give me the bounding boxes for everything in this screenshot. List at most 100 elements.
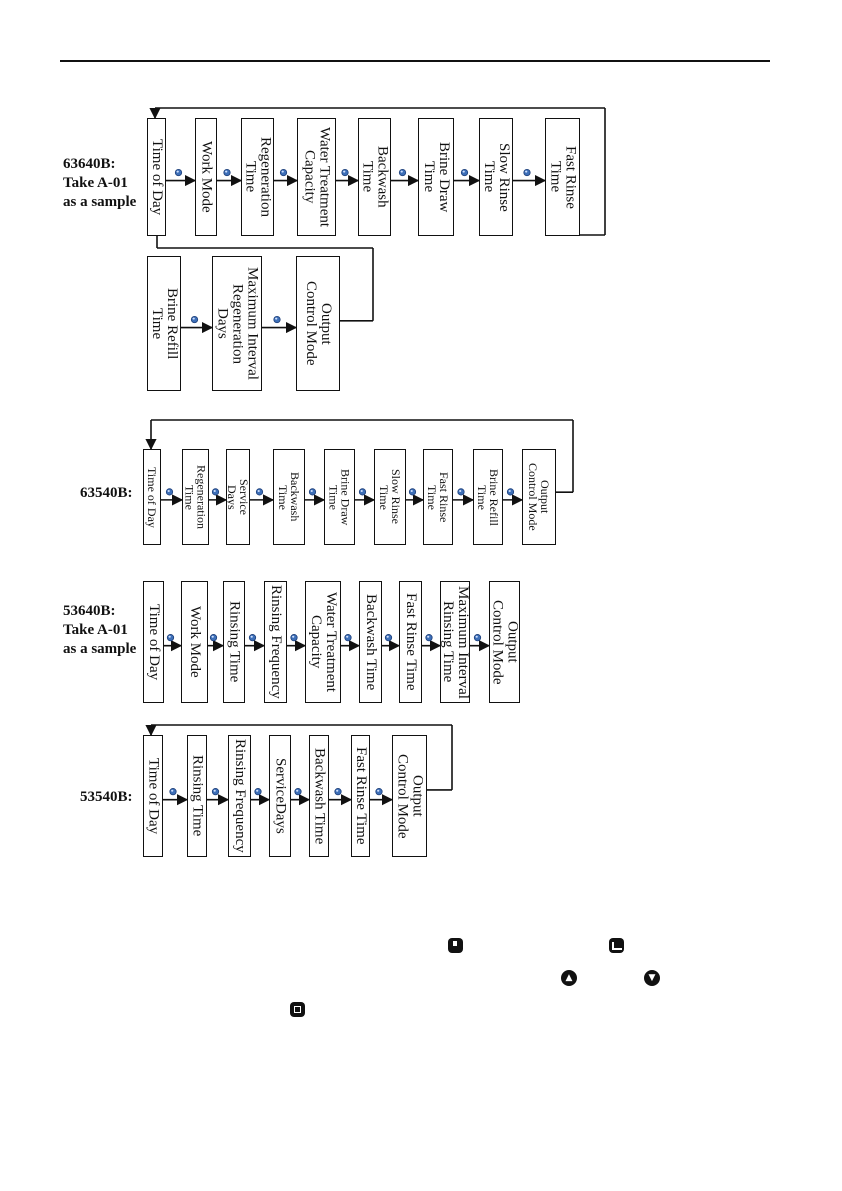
key-icon bbox=[209, 634, 218, 642]
flow-step-label: Water Treatment Capacity bbox=[308, 591, 339, 693]
key-icon bbox=[460, 168, 469, 177]
diagram-label-63640b: 63640B: Take A-01 as a sample bbox=[63, 156, 137, 210]
flow-step-box: Service Days bbox=[226, 449, 250, 545]
flow-step-label: Rinsing Time bbox=[189, 755, 206, 837]
flow-step-box: Work Mode bbox=[181, 581, 208, 703]
key-icon bbox=[248, 634, 257, 642]
key-icon bbox=[341, 168, 349, 177]
key-icon bbox=[190, 315, 199, 324]
diagram-label-63540b: 63540B: bbox=[80, 485, 133, 501]
flow-step-label: Work Mode bbox=[187, 606, 203, 678]
flow-step-label: Output Control Mode bbox=[303, 281, 334, 366]
flow-step-box: Water Treatment Capacity bbox=[305, 581, 341, 703]
key-icon bbox=[384, 634, 393, 642]
flow-step-box: Time of Day bbox=[143, 449, 161, 545]
flow-step-label: Time of Day bbox=[145, 466, 159, 528]
flow-step-label: Rinsing Frequency bbox=[268, 585, 284, 699]
flow-step-box: ServiceDays bbox=[269, 735, 291, 857]
key-icon bbox=[334, 788, 342, 796]
key-icon bbox=[457, 488, 465, 496]
key-icon bbox=[506, 488, 515, 496]
flow-step-box: Rinsing Time bbox=[223, 581, 245, 703]
key-icon bbox=[398, 168, 407, 177]
flow-step-box: Slow Rinse Time bbox=[479, 118, 513, 236]
flow-step-box: Maximum Interval Rinsing Time bbox=[440, 581, 470, 703]
flow-step-label: Brine Refill Time bbox=[149, 287, 180, 360]
flow-step-label: Time of Day bbox=[145, 757, 162, 835]
flow-step-box: Slow Rinse Time bbox=[374, 449, 406, 545]
flow-step-label: Rinsing Frequency bbox=[232, 739, 248, 853]
flow-step-label: Work Mode bbox=[198, 141, 215, 213]
key-icon bbox=[344, 634, 352, 642]
flow-step-label: Backwash Time bbox=[311, 747, 328, 845]
flow-step-box: Backwash Time bbox=[359, 581, 382, 703]
flow-step-label: Slow Rinse Time bbox=[377, 469, 403, 525]
flow-step-label: Maximum Interval Regeneration Days bbox=[214, 267, 261, 380]
flow-step-label: Rinsing Time bbox=[226, 601, 243, 683]
flow-step-box: Output Control Mode bbox=[489, 581, 520, 703]
flow-step-box: Backwash Time bbox=[273, 449, 305, 545]
flow-step-box: Fast Rinse Time bbox=[399, 581, 422, 703]
flow-step-box: Fast Rinse Time bbox=[351, 735, 370, 857]
flow-step-box: Rinsing Time bbox=[187, 735, 207, 857]
flow-step-box: Backwash Time bbox=[309, 735, 329, 857]
key-icon bbox=[165, 488, 174, 496]
flow-step-box: Backwash Time bbox=[358, 118, 391, 236]
flow-step-label: Output Control Mode bbox=[394, 753, 426, 839]
flow-step-box: Time of Day bbox=[143, 581, 164, 703]
key-icon bbox=[473, 634, 482, 642]
flow-step-box: Regeneration Time bbox=[182, 449, 209, 545]
flow-step-box: Fast Rinse Time bbox=[545, 118, 580, 236]
key-icon bbox=[308, 488, 317, 496]
flow-step-box: Rinsing Frequency bbox=[228, 735, 251, 857]
flow-step-label: Backwash Time bbox=[363, 593, 379, 691]
key-icon bbox=[294, 788, 302, 796]
key-icon bbox=[279, 168, 288, 177]
key-icon bbox=[174, 168, 183, 177]
flow-step-box: Rinsing Frequency bbox=[264, 581, 287, 703]
flow-step-label: Brine Draw Time bbox=[326, 468, 353, 526]
key-icon bbox=[408, 488, 417, 496]
flow-step-box: Brine Draw Time bbox=[418, 118, 454, 236]
flow-step-label: Fast Rinse Time bbox=[403, 593, 419, 691]
key-icon bbox=[254, 788, 262, 796]
key-icon bbox=[523, 168, 531, 177]
key-icon bbox=[211, 488, 220, 496]
flow-step-label: Fast Rinse Time bbox=[547, 145, 579, 209]
down-arrow-button-icon: ▼ bbox=[644, 970, 660, 986]
header-rule bbox=[60, 60, 770, 62]
flow-step-label: Fast Rinse Time bbox=[425, 471, 451, 523]
flow-step-box: Output Control Mode bbox=[522, 449, 556, 545]
up-arrow-button-icon: ▲ bbox=[561, 970, 577, 986]
key-icon bbox=[211, 788, 220, 796]
flow-step-box: Work Mode bbox=[195, 118, 217, 236]
flow-step-label: Maximum Interval Rinsing Time bbox=[440, 585, 470, 699]
flow-step-label: Regeneration Time bbox=[242, 137, 274, 217]
flow-step-box: Output Control Mode bbox=[392, 735, 427, 857]
flow-step-label: Brine Draw Time bbox=[421, 141, 452, 213]
flow-step-box: Brine Refill Time bbox=[473, 449, 503, 545]
flow-step-box: Water Treatment Capacity bbox=[297, 118, 336, 236]
diagram-label-53640b: 53640B: Take A-01 as a sample bbox=[63, 603, 137, 657]
key-icon bbox=[375, 788, 383, 796]
flow-step-label: Slow Rinse Time bbox=[481, 142, 512, 212]
flow-step-label: Time of Day bbox=[149, 138, 165, 216]
key-icon bbox=[255, 488, 264, 496]
flow-step-label: Water Treatment Capacity bbox=[301, 126, 333, 228]
diagram-label-53540b: 53540B: bbox=[80, 789, 133, 805]
flow-step-label: Output Control Mode bbox=[489, 599, 520, 685]
flow-step-box: Brine Draw Time bbox=[324, 449, 355, 545]
flow-step-box: Output Control Mode bbox=[296, 256, 340, 391]
key-icon bbox=[358, 488, 367, 496]
key-icon bbox=[223, 168, 231, 177]
flow-step-label: Output Control Mode bbox=[526, 463, 552, 531]
set-button-icon bbox=[290, 1002, 305, 1017]
flow-step-box: Time of Day bbox=[143, 735, 163, 857]
menu-button-icon bbox=[448, 938, 463, 953]
flow-step-label: Time of Day bbox=[146, 603, 162, 681]
flow-step-label: ServiceDays bbox=[272, 758, 289, 834]
flow-step-label: Service Days bbox=[226, 479, 250, 515]
flow-step-box: Fast Rinse Time bbox=[423, 449, 453, 545]
flow-step-box: Maximum Interval Regeneration Days bbox=[212, 256, 262, 391]
